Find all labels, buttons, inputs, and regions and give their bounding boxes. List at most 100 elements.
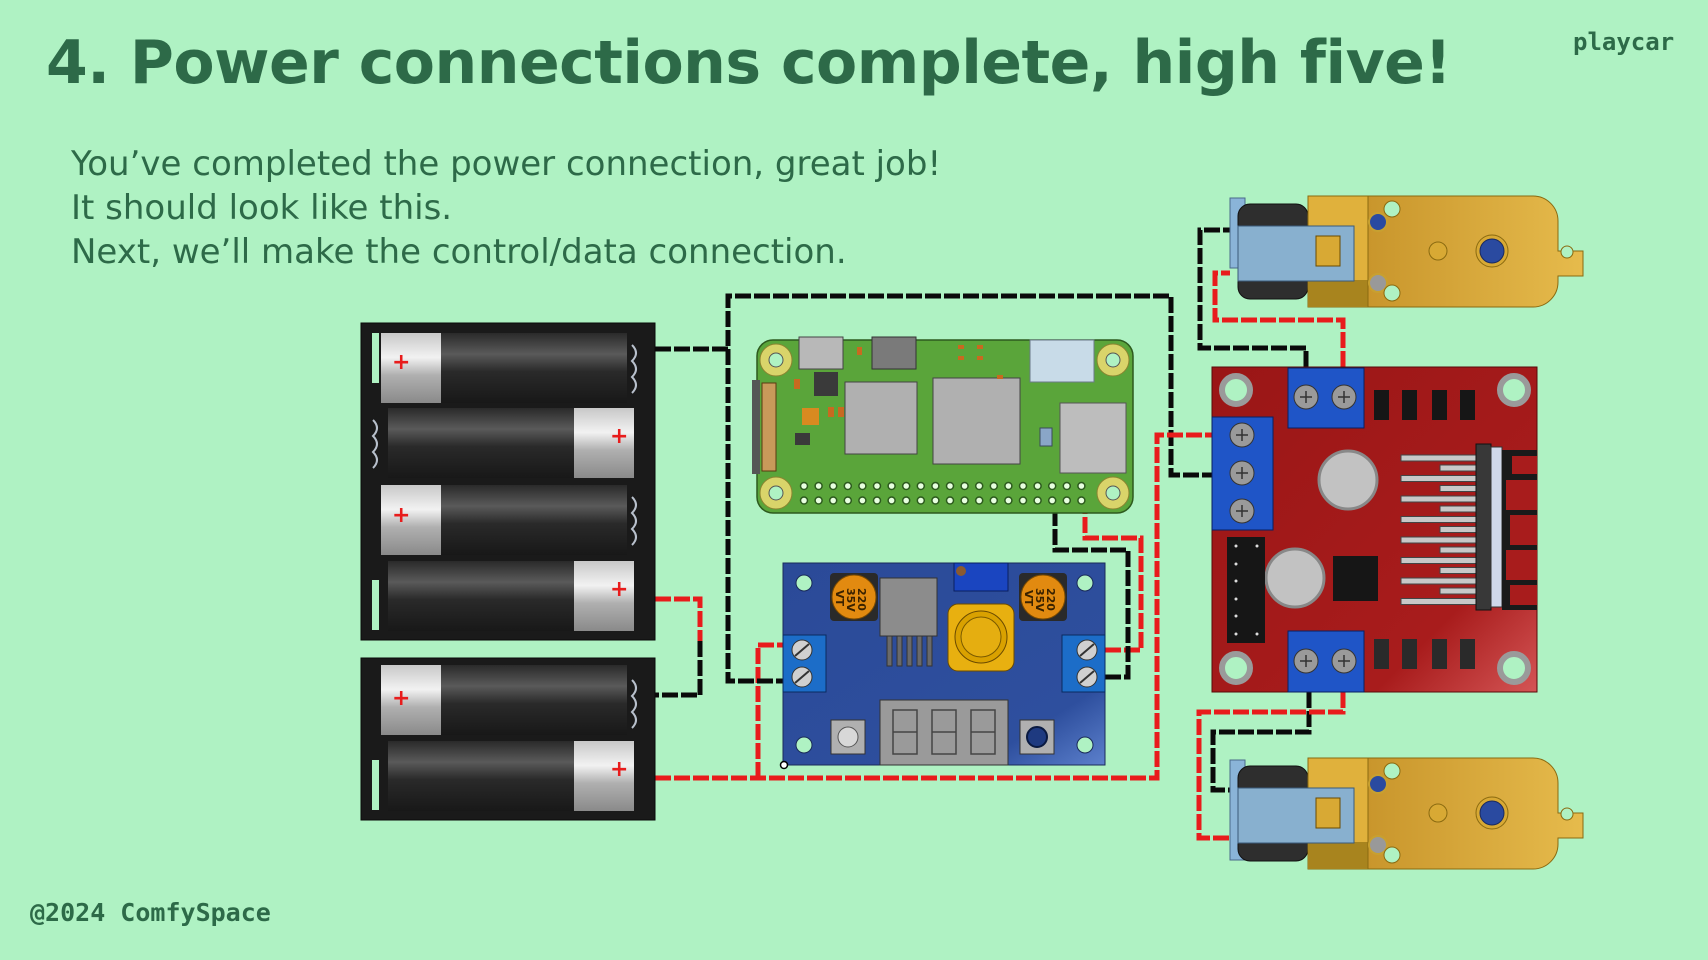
gpio-pin [843,481,853,491]
capacitor: 220 35V VT [1019,573,1067,621]
gpio-pin [1077,496,1086,505]
gpio-pin [989,481,999,491]
battery-cell: + [381,665,627,735]
plus-icon: + [610,757,628,782]
gpio-pin [1004,496,1013,505]
chip-pin [1439,567,1477,574]
gpio-pin [960,496,969,505]
wire-motor-bottom-positive [1196,692,1346,841]
instruction-line: Next, we’ll make the control/data connec… [71,232,847,272]
electrolytic-capacitor [1317,449,1379,511]
spring-icon [630,344,637,394]
chip-pin [1400,475,1477,482]
gpio-header [799,481,1086,505]
l298n-driver [1211,366,1538,693]
motor-top [1229,195,1584,308]
gpio-pin [931,496,940,505]
motor-shaft [1479,238,1505,264]
gpio-pin [1018,496,1028,505]
gpio-pin [916,481,926,491]
spring-icon [371,419,378,469]
terminal-block-motor-b [1287,630,1365,693]
chip-pin [1400,536,1477,544]
ram-chip [932,377,1021,465]
capacitor: 220 35V VT [830,573,878,621]
chip-pin [1400,454,1477,462]
plus-icon: + [392,350,410,375]
chip-pin [1400,577,1477,585]
chip-pin [1439,464,1477,472]
chip-pin [1439,505,1477,513]
push-button [1019,719,1055,755]
chip-pin [1400,516,1477,523]
spring-icon [630,679,637,729]
gpio-pin [814,496,823,505]
capacitor-label: VT [833,590,846,607]
gpio-pin [1047,481,1057,491]
terminal-block-motor-a [1287,367,1365,429]
wire-motor-top-negative [1197,227,1309,367]
gpio-pin [989,496,999,505]
instruction-line: It should look like this. [71,188,453,228]
gpio-pin [974,496,984,505]
gpio-pin [872,481,882,491]
gpio-pin [901,481,911,491]
pin-header [1227,537,1265,643]
capacitor-label: VT [1022,590,1035,607]
capacitor-label: 35V [844,588,857,612]
usb-port [798,336,844,370]
soc-chip [844,381,918,455]
chip-pin [1400,495,1477,503]
gpio-pin [828,496,838,505]
gpio-pin [974,481,984,491]
chip-pin [1439,485,1477,492]
battery-cell: + [381,485,627,555]
gpio-pin [901,496,911,505]
sd-card-slot [1059,402,1127,474]
gpio-pin [1004,481,1013,491]
chip-pin [1439,587,1477,595]
camera-connector [752,380,760,474]
gpio-pin [828,481,838,491]
regulator-ic [879,577,938,637]
plus-icon: + [610,424,628,449]
wire-buck-in-negative [725,349,783,684]
gpio-pin [872,496,882,505]
gpio-pin [1047,496,1057,505]
buck-converter: 220 35V VT 220 35V VT [779,562,1106,770]
gpio-pin [887,481,896,491]
terminal-block-in [782,634,827,693]
gpio-pin [858,496,867,505]
plus-icon: + [610,577,628,602]
wire-buck-in-positive [755,642,783,778]
wire-motor-top-positive [1212,270,1346,367]
chip-pin [1400,598,1477,605]
battery-cell: + [388,408,634,478]
gpio-pin [858,481,867,491]
battery-cell: + [388,741,634,811]
wire-buck-out-negative [1052,502,1131,680]
gpio-pin [799,481,809,491]
instruction-line: You’ve completed the power connection, g… [71,144,942,184]
wire-series-positive [655,596,703,641]
wire-negative-main [655,293,1212,478]
gpio-pin [799,496,809,505]
wire-motor-bottom-negative [1210,692,1312,793]
terminal-block-power [1211,416,1274,531]
battery-cell: + [388,561,634,631]
chip-pin [1439,526,1477,533]
capacitor-label: 220 [1044,588,1057,611]
motor-bottom [1229,757,1584,870]
gpio-pin [1033,481,1042,491]
electrolytic-capacitor [1264,547,1326,609]
gpio-pin [1062,481,1072,491]
spring-icon [630,496,637,546]
gpio-pin [1062,496,1072,505]
wire-positive-main [655,432,1212,781]
plus-icon: + [392,503,410,528]
usb-port [871,336,917,370]
page-title: 4. Power connections complete, high five… [46,28,1452,98]
mini-hdmi-port [1029,339,1095,383]
gpio-pin [1033,496,1042,505]
